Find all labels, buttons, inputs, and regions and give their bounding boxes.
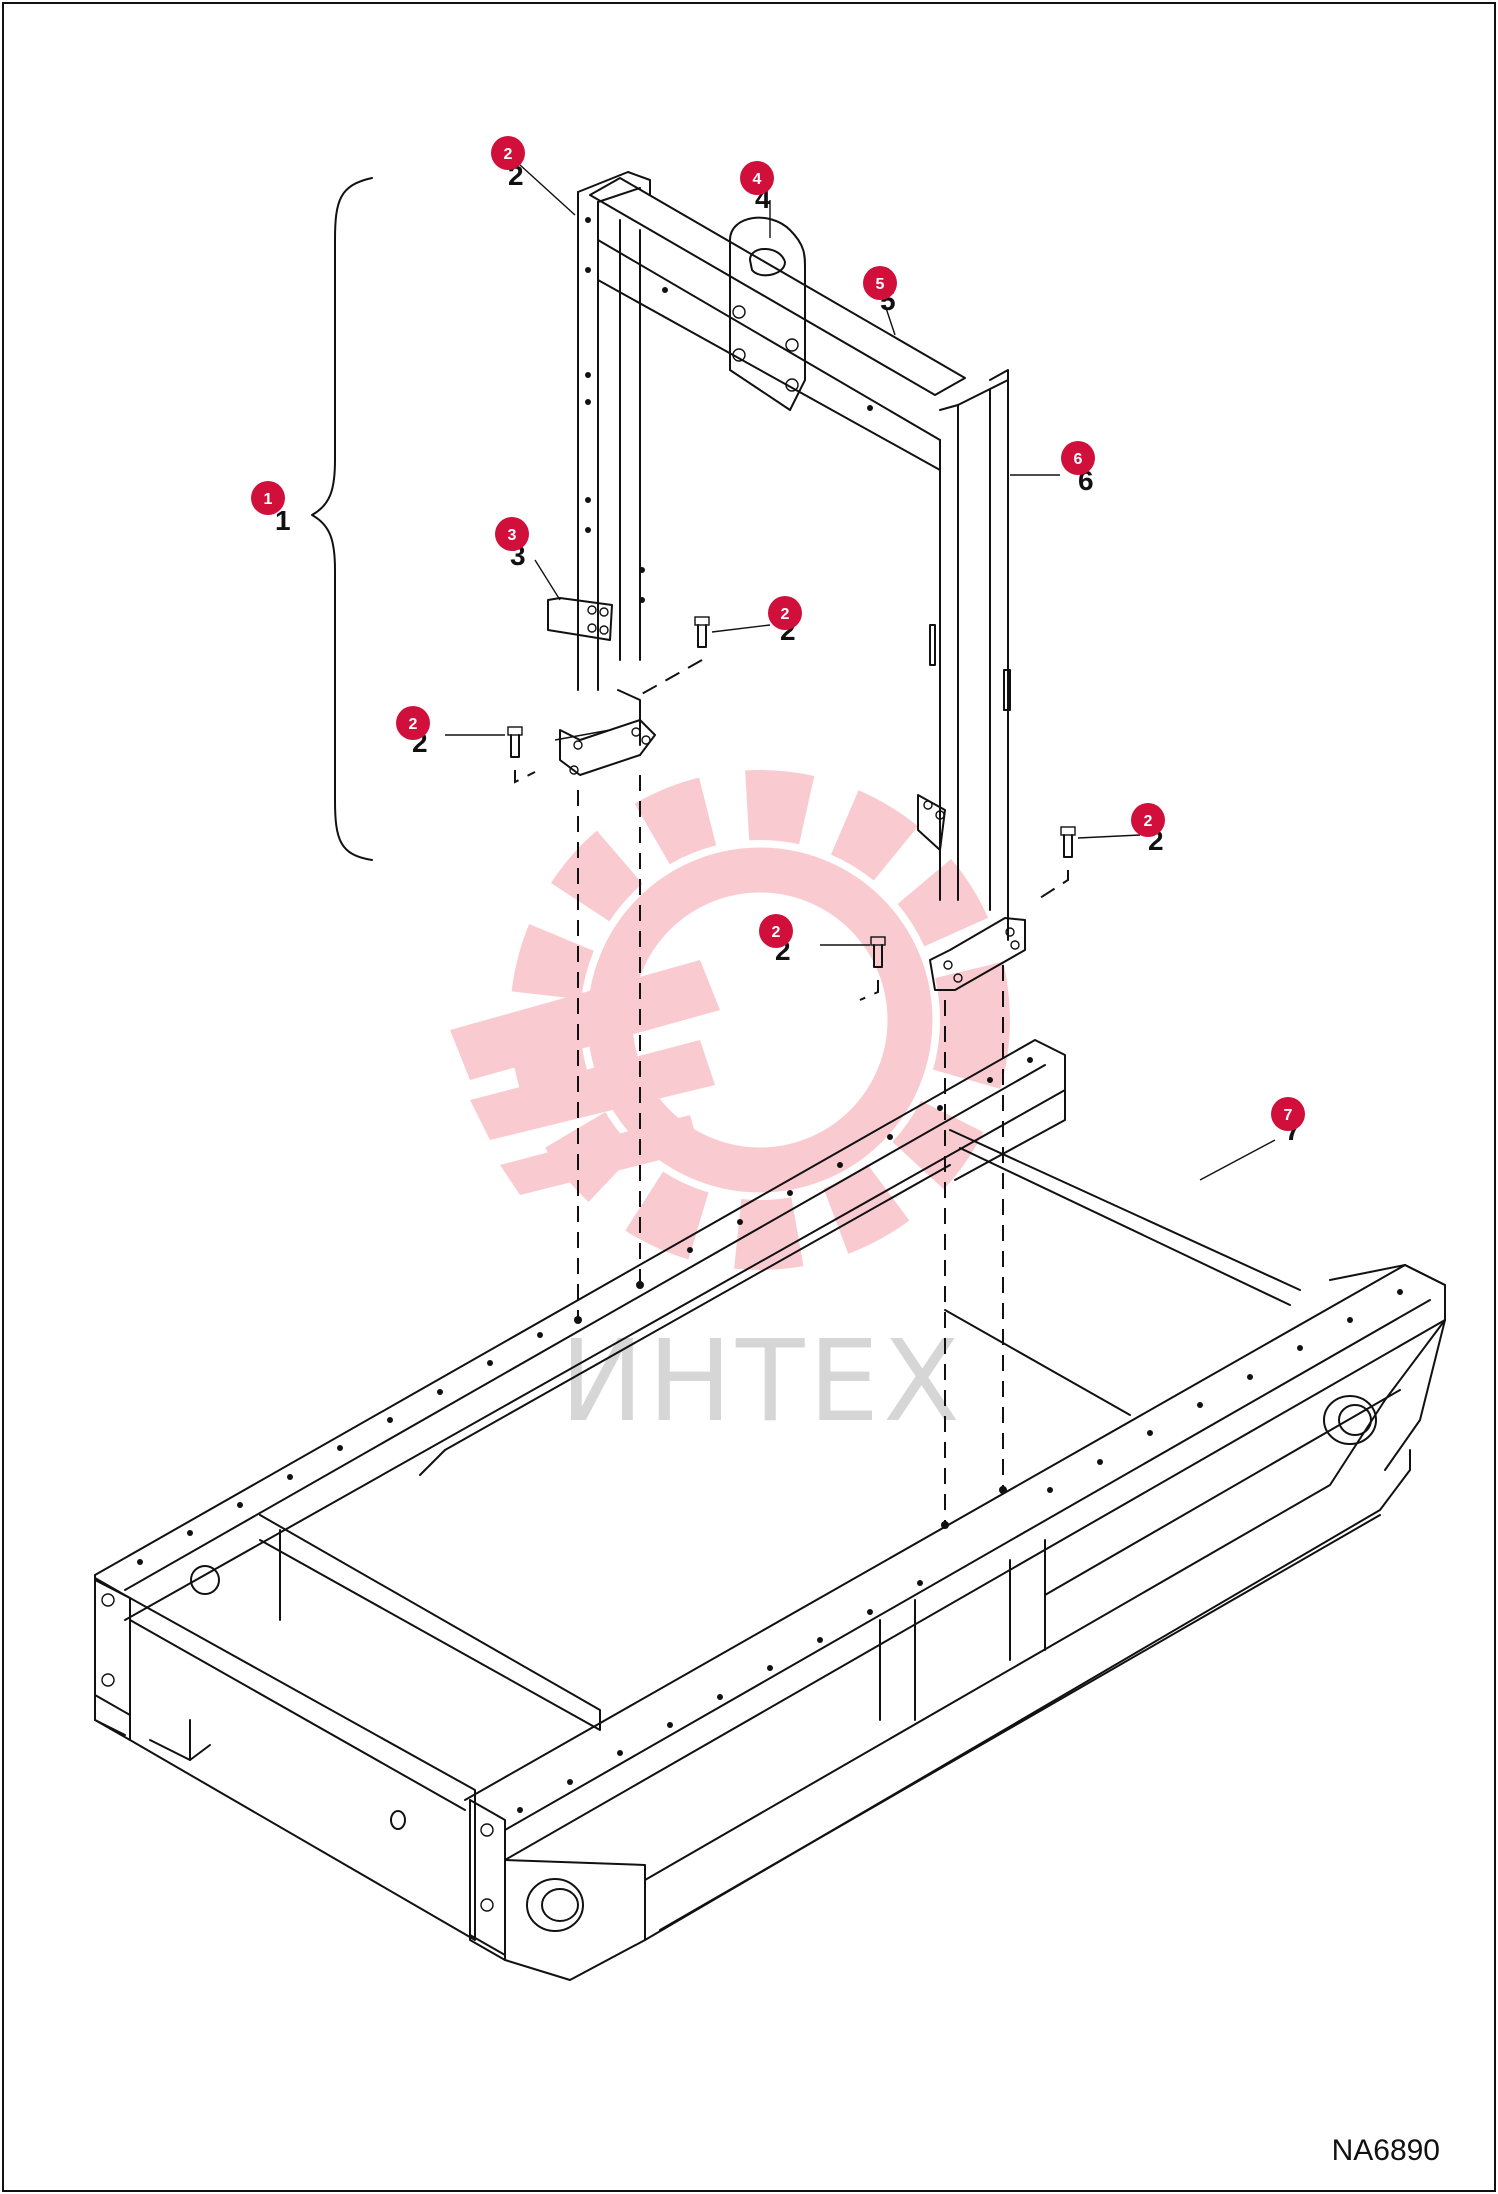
assembly-brace <box>311 177 373 861</box>
watermark-text: ИНТЕХ <box>560 1317 964 1447</box>
svg-text:2: 2 <box>504 146 513 163</box>
bolts <box>507 616 1076 968</box>
svg-text:3: 3 <box>508 527 517 544</box>
leader-lines <box>445 164 1276 1181</box>
watermark-gear-icon <box>450 770 1010 1270</box>
svg-text:2: 2 <box>772 924 781 941</box>
svg-text:1: 1 <box>264 491 273 508</box>
ghost-labels: 2 4 5 6 3 2 2 2 2 1 7 <box>275 160 1301 1146</box>
callout-2a[interactable]: 2 <box>491 136 525 170</box>
svg-text:6: 6 <box>1074 451 1083 468</box>
callout-2c[interactable]: 2 <box>396 706 430 740</box>
callout-4[interactable]: 4 <box>740 161 774 195</box>
svg-text:4: 4 <box>753 171 762 188</box>
callout-6[interactable]: 6 <box>1061 441 1095 475</box>
callout-5[interactable]: 5 <box>863 266 897 300</box>
svg-text:2: 2 <box>409 716 418 733</box>
svg-text:5: 5 <box>876 276 885 293</box>
svg-text:7: 7 <box>1284 1107 1293 1124</box>
upper-frame <box>547 171 1026 991</box>
drawing-code: NA6890 <box>1332 2134 1440 2167</box>
base-frame <box>94 1039 1446 1981</box>
svg-text:1: 1 <box>275 505 291 536</box>
callout-2d[interactable]: 2 <box>1131 803 1165 837</box>
svg-text:2: 2 <box>781 606 790 623</box>
callout-2e[interactable]: 2 <box>759 914 793 948</box>
callout-3[interactable]: 3 <box>495 517 529 551</box>
callout-2b[interactable]: 2 <box>768 596 802 630</box>
callout-7[interactable]: 7 <box>1271 1097 1305 1131</box>
alignment-lines <box>514 659 1069 1525</box>
callout-1[interactable]: 1 <box>251 481 285 515</box>
svg-text:2: 2 <box>1144 813 1153 830</box>
